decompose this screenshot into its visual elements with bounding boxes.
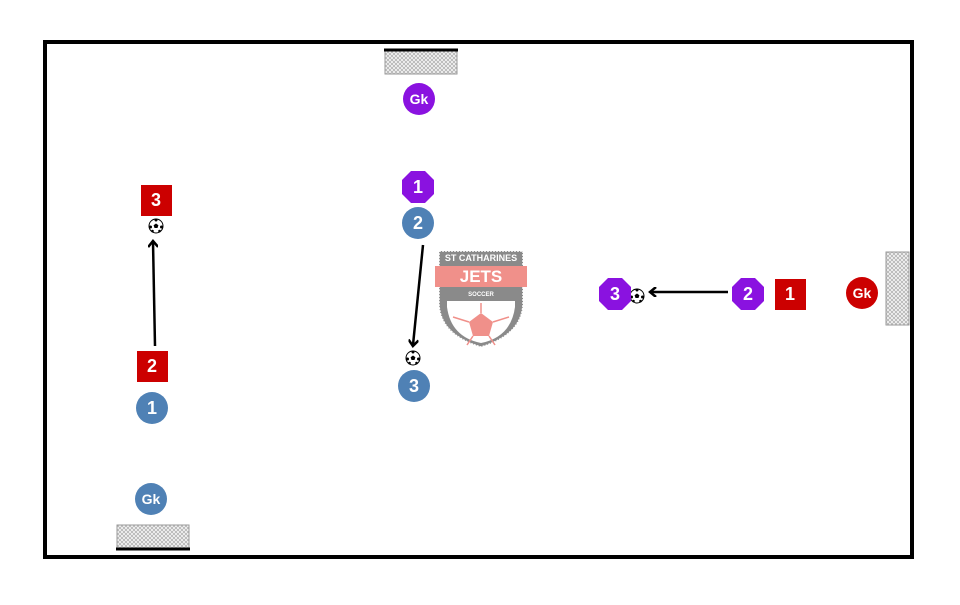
pass-arrow-center [413,244,425,345]
ball-icon [405,350,421,366]
player-label: 1 [147,398,157,418]
club-logo: ST CATHARINES JETS SOCCER [435,250,527,348]
goal-bottom [116,524,190,551]
player-label: 1 [785,284,795,304]
player-label: Gk [853,285,872,301]
goal-right [885,251,910,326]
player-blue-1[interactable]: 1 [136,392,168,424]
player-purple-1[interactable]: 1 [402,171,434,203]
player-red-2[interactable]: 2 [137,351,168,382]
goal-top [384,48,458,75]
player-purple-gk[interactable]: Gk [403,83,435,115]
player-blue-gk[interactable]: Gk [135,483,167,515]
player-label: Gk [142,491,161,507]
player-purple-3[interactable]: 3 [599,278,631,310]
logo-line1: ST CATHARINES [445,253,517,263]
player-label: 2 [147,356,157,376]
player-blue-3[interactable]: 3 [398,370,430,402]
player-label: 2 [413,213,423,233]
player-label: 3 [409,376,419,396]
player-label: 3 [610,284,620,304]
pass-arrow-left [153,242,155,347]
player-red-gk[interactable]: Gk [846,277,878,309]
player-label: 2 [743,284,753,304]
logo-line2: JETS [460,267,503,286]
player-red-3[interactable]: 3 [141,185,172,216]
ball-icon [148,218,164,234]
player-label: 3 [151,190,161,210]
player-label: Gk [410,91,429,107]
player-red-1[interactable]: 1 [775,279,806,310]
player-blue-2[interactable]: 2 [402,207,434,239]
player-label: 1 [413,177,423,197]
logo-line3: SOCCER [468,292,494,298]
ball-icon [629,288,645,304]
player-purple-2[interactable]: 2 [732,278,764,310]
